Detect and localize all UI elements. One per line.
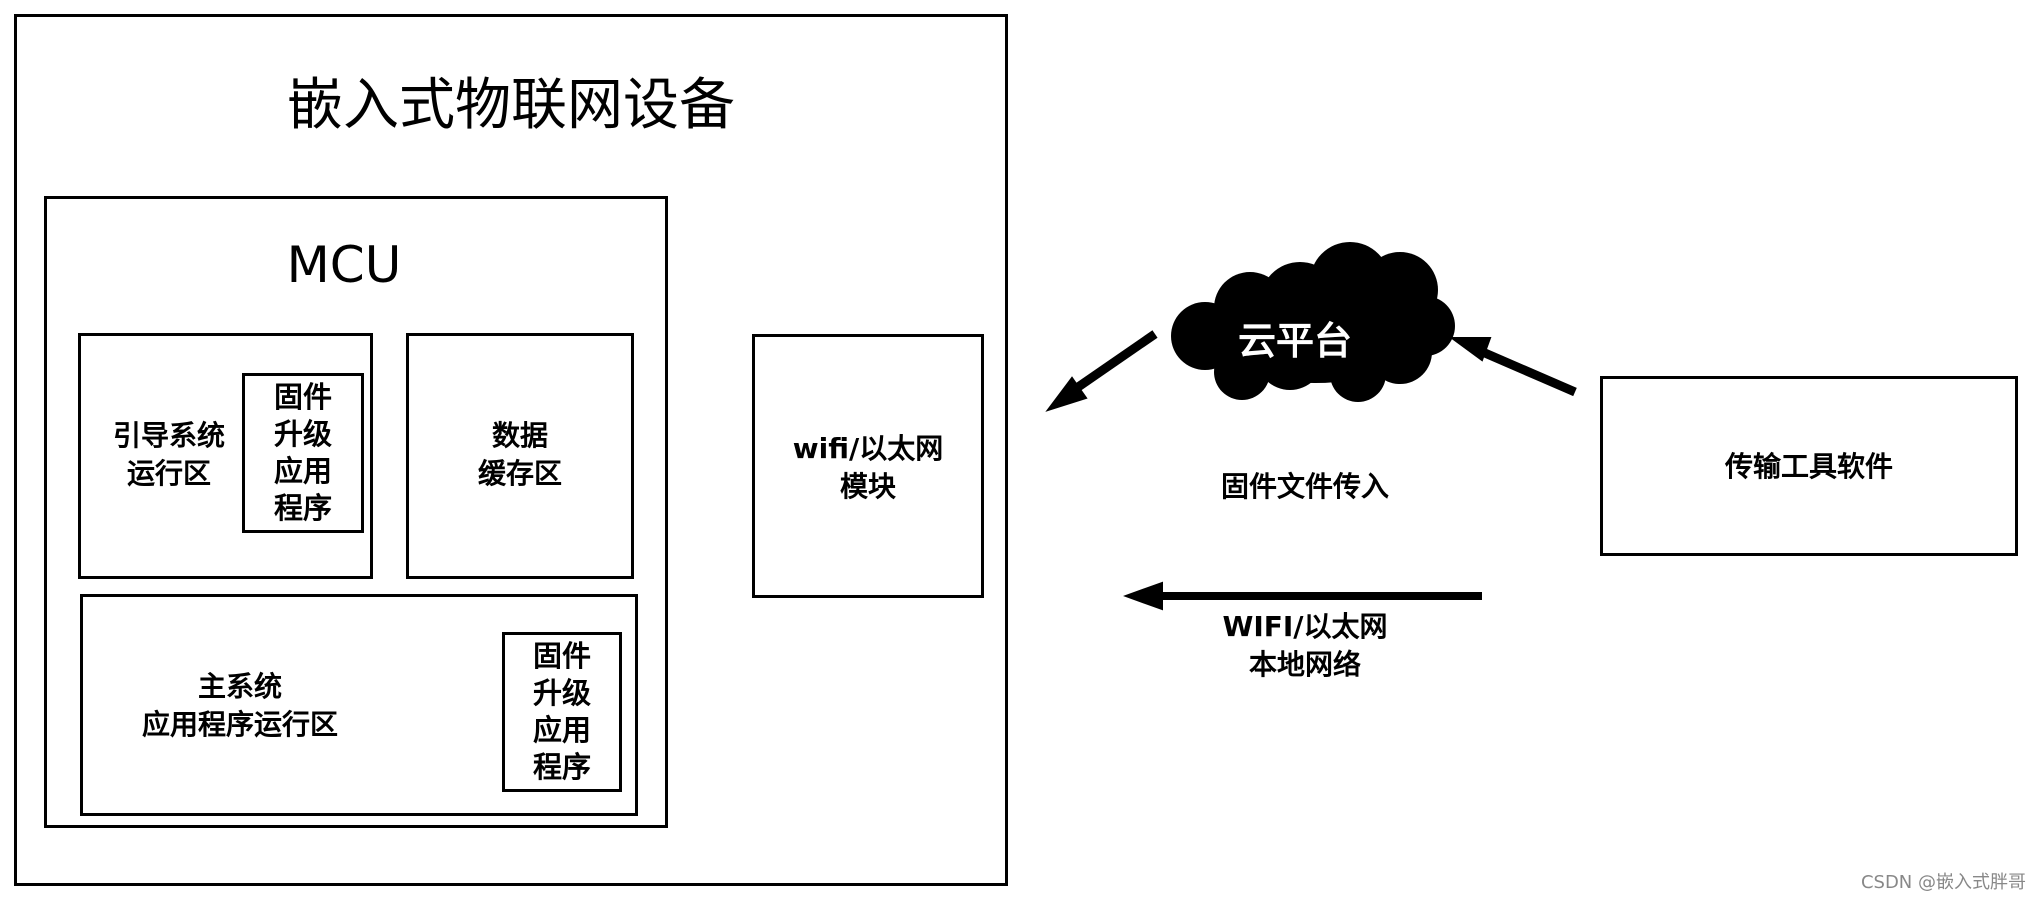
data-buffer-label: 数据 缓存区 bbox=[477, 419, 562, 490]
csdn-watermark: CSDN @嵌入式胖哥 bbox=[1860, 872, 2026, 893]
boot-firmware-upgrade-app bbox=[242, 373, 364, 533]
main-firmware-upgrade-app bbox=[502, 632, 622, 792]
local-network-label: WIFI/以太网 本地网络 bbox=[1222, 610, 1388, 681]
cloud-shape bbox=[1171, 242, 1455, 402]
cloud-platform-label: 云平台 bbox=[1237, 319, 1352, 363]
mcu-title: MCU bbox=[286, 236, 402, 294]
transfer-tool-box bbox=[1600, 376, 2018, 556]
main-system-label: 主系统 应用程序运行区 bbox=[141, 670, 338, 741]
device-title: 嵌入式物联网设备 bbox=[287, 73, 735, 138]
arrow-cloud-to-module bbox=[1045, 330, 1158, 412]
main-firmware-upgrade-label: 固件 升级 应用 程序 bbox=[532, 639, 591, 784]
transfer-tool-label: 传输工具软件 bbox=[1724, 450, 1893, 483]
wifi-ethernet-module bbox=[752, 334, 984, 598]
wifi-ethernet-module-label: wifi/以太网 模块 bbox=[792, 432, 944, 503]
boot-system-label: 引导系统 运行区 bbox=[112, 419, 225, 490]
data-buffer-region bbox=[406, 333, 634, 579]
arrow-tool-to-module-local bbox=[1123, 581, 1482, 611]
firmware-transfer-label: 固件文件传入 bbox=[1220, 470, 1389, 503]
arrow-tool-to-cloud bbox=[1448, 337, 1577, 397]
boot-firmware-upgrade-label: 固件 升级 应用 程序 bbox=[273, 380, 332, 525]
